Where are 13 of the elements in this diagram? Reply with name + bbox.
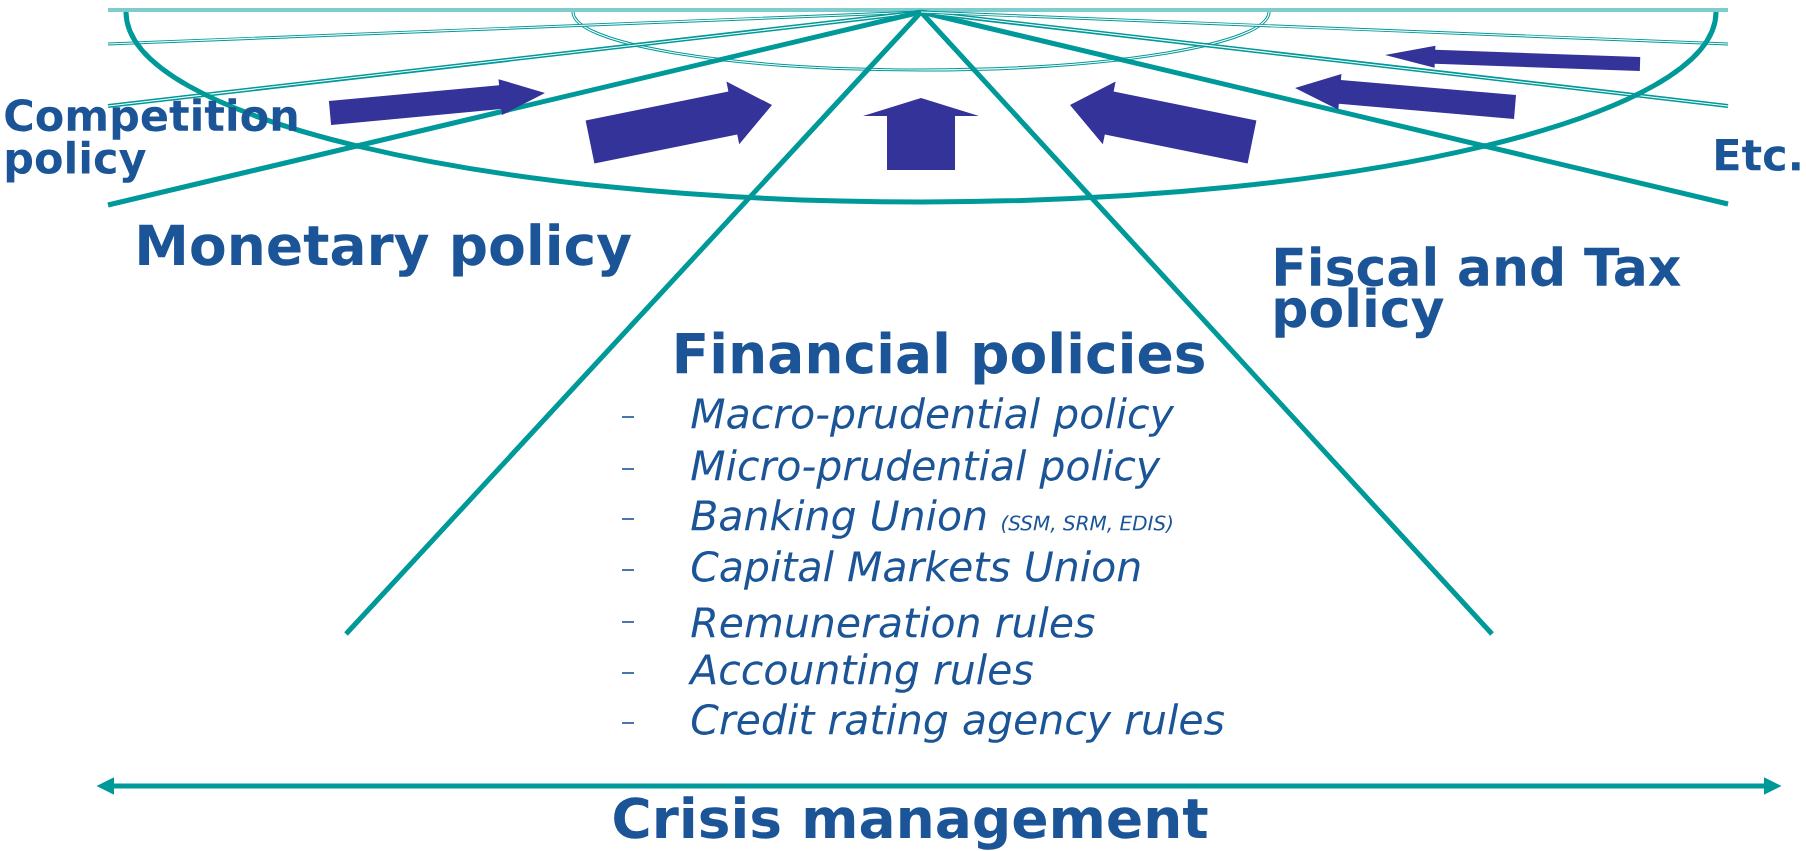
- list-item: Macro-prudential policy: [691, 397, 1175, 437]
- list-item: Credit rating agency rules: [691, 703, 1225, 743]
- list-item: Capital Markets Union: [691, 550, 1140, 590]
- list-item: Micro-prudential policy: [691, 449, 1161, 489]
- list-note: (SSM, SRM, EDIS): [1002, 515, 1172, 533]
- policy-label: Monetary policy: [139, 223, 632, 277]
- list-item: Banking Union: [691, 499, 986, 539]
- heading: Financial policies: [676, 331, 1204, 385]
- caption: Crisis management: [614, 796, 1208, 850]
- list-item: Remuneration rules: [691, 606, 1095, 638]
- policy-label: Fiscal and Tax policy: [1275, 246, 1681, 339]
- list-item: Accounting rules: [688, 653, 1033, 693]
- policy-label: Etc.: [1716, 139, 1800, 171]
